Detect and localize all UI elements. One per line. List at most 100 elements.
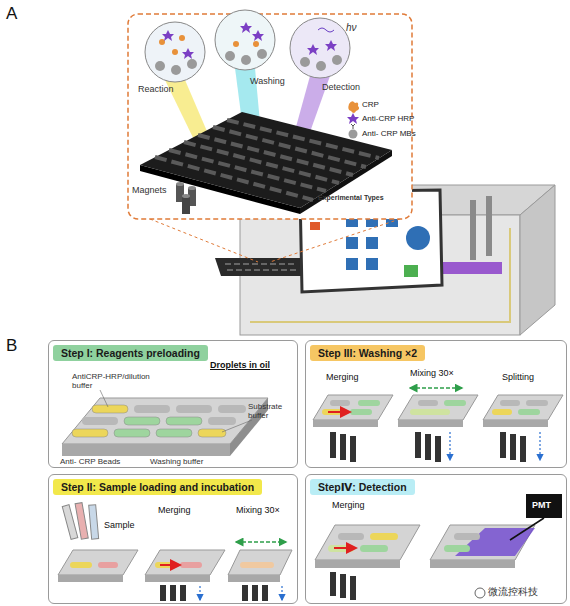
reaction-circles [162,30,174,41]
detector-label: PMT [532,500,551,510]
watermark: 微流控科技 [488,586,538,598]
panel-letter: A [6,4,17,24]
reaction-circles [171,65,181,75]
legend-text: Anti- CRP MBs [362,129,416,138]
process-label: Detection [322,82,360,92]
chip-step-3 [313,395,393,420]
instrument [225,263,296,265]
magnet-symbols [182,194,190,198]
chip-step-2 [252,585,258,601]
chip-step-2 [58,550,138,575]
chip-step-2 [199,586,200,600]
reaction-circles [159,39,165,45]
chip-step-3 [510,434,516,460]
chip-step-2 [180,585,186,601]
reagent-label: Substrate buffer [248,402,294,420]
chip-step-2 [98,562,118,568]
legend-text: CRP [362,100,379,109]
note-text: Droplets in oil [210,360,270,370]
reagent-label: AntiCRP-HRP/dilution buffer [72,372,172,390]
chip-step-2 [75,503,88,540]
reaction-circles [318,28,334,32]
chip-step-4 [430,525,535,560]
reaction-circles [182,48,194,59]
chip-step-4 [315,560,400,568]
chip-step-2 [262,585,268,601]
reaction-circles [172,49,178,55]
cartridge-plate [198,135,353,175]
magnet-symbols [176,182,184,186]
chip-step-4 [444,545,470,552]
chip-step-3 [398,420,463,427]
chip-step-2 [145,550,225,575]
chip-step-4 [315,525,420,560]
chip-step-1 [62,444,230,456]
chip-step-3 [500,432,506,458]
magnet-symbols [176,182,196,214]
chip-step-2 [180,562,202,568]
chip-step-1 [124,417,160,425]
operation-label: Splitting [502,372,534,382]
reaction-circles [145,22,205,82]
chip-step-3 [518,409,540,415]
watermark-icon [475,588,485,598]
reaction-circles [332,55,342,65]
reaction-circles [325,40,337,51]
instrument [346,258,358,270]
chip-step-3 [449,432,450,460]
chip-step-1 [82,417,118,425]
chip-step-3 [313,388,563,462]
cartridge-plate [184,142,339,183]
chip-step-3 [492,409,512,415]
part-name: Magnets [132,185,167,195]
reaction-circles [257,49,267,59]
panel-letter: B [6,336,17,356]
cartridge-plate [169,150,326,191]
chip-step-3 [500,400,520,406]
chip-step-4 [360,545,388,552]
chip-step-3 [483,420,548,427]
reaction-circles [253,41,259,47]
reaction-circles [240,22,252,33]
chip-step-3 [350,409,372,415]
chip-step-2 [236,541,286,543]
reagent-label: Washing buffer [150,457,203,466]
instrument [406,226,430,250]
operation-label: Sample [104,520,135,530]
chip-step-4 [510,518,544,540]
operation-label: Mixing 30× [236,505,280,515]
chip-step-2 [228,550,292,575]
legend-icons [347,113,359,124]
chip-step-2 [281,586,282,600]
chip-step-1 [176,405,212,413]
chip-step-3 [444,400,466,406]
instrument [310,222,320,230]
operation-label: Merging [326,372,359,382]
chip-step-3 [330,400,350,406]
instrument [366,258,378,270]
step-heading: Step I: Reagents preloading [53,345,208,361]
chip-step-2 [228,575,280,582]
chip-step-3 [313,420,378,427]
chip-step-3 [415,432,421,458]
operation-label: Merging [158,505,191,515]
chip-step-3 [526,400,548,406]
reaction-circles [215,10,275,70]
watermark-icon [475,588,485,598]
chip-step-3 [425,434,431,460]
chip-step-2 [89,505,99,539]
cartridge-plate [227,120,379,158]
step-panel: Step III: Washing ×2 [305,340,567,468]
chip-step-3 [410,409,450,415]
chip-step-3 [350,436,356,462]
chip-step-3 [483,395,563,420]
chip-step-2 [58,503,292,601]
reaction-circles [145,10,350,82]
chip-step-4 [526,494,562,518]
instrument [404,265,418,277]
step-heading: StepⅣ: Detection [310,479,415,495]
operation-label: Merging [332,500,365,510]
chip-step-2 [170,585,176,601]
legend-icons [349,130,358,139]
